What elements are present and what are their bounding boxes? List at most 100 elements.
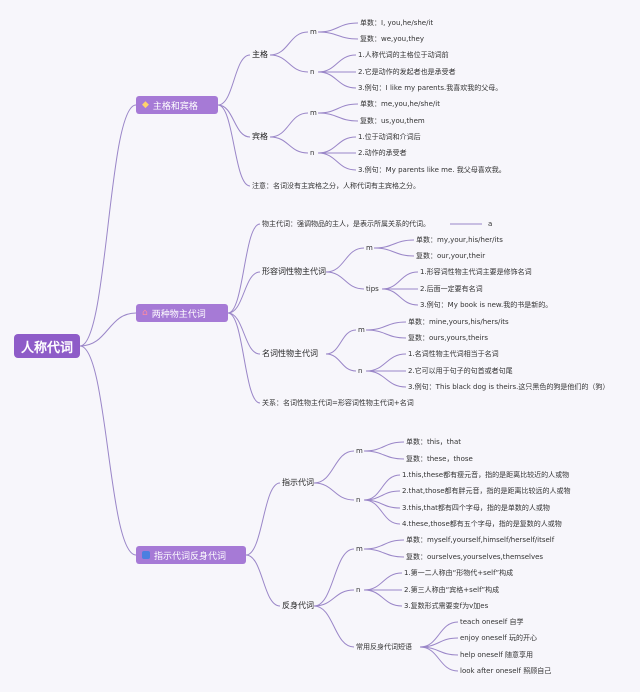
leaf-item[interactable]: 1.第一二人称由“形物代+self”构成 (404, 569, 514, 577)
branch-reflexive[interactable]: 反身代词 (282, 601, 314, 610)
connector-line (365, 353, 407, 372)
connector-line (227, 271, 261, 314)
leaf-item[interactable]: 1.形容词性物主代词主要是修饰名词 (420, 268, 532, 276)
branch-phrases[interactable]: 常用反身代词短语 (356, 643, 412, 651)
concept-text[interactable]: 物主代词：强调物品的主人，是表示所属关系的代词。 (262, 220, 430, 228)
connector-line (269, 112, 309, 138)
connector-line (381, 271, 419, 290)
leaf-item[interactable]: 复数：our,your,their (416, 252, 486, 260)
leaf-item[interactable]: 3.例句：My parents like me. 我父母喜欢我。 (358, 166, 506, 174)
branch-m[interactable]: m (356, 545, 363, 553)
connector-line (317, 54, 357, 73)
connector-line (245, 554, 281, 607)
connector-line (317, 71, 357, 89)
connector-line (317, 152, 357, 171)
house-icon: ⌂ (142, 307, 148, 318)
section-node-case[interactable]: ◆主格和宾格 (136, 96, 218, 114)
connector-line (317, 136, 357, 154)
leaf-item[interactable]: 2.that,those都有胖元音，指的是距离比较远的人或物 (402, 487, 571, 495)
branch-n[interactable]: n (356, 496, 361, 504)
leaf-item[interactable]: 复数：these，those (406, 455, 473, 463)
branch-m[interactable]: m (310, 109, 317, 117)
phrase-item[interactable]: help oneself 随意享用 (460, 651, 533, 659)
connector-line (79, 104, 137, 347)
section-title: 指示代词反身代词 (154, 551, 227, 562)
phrase-item[interactable]: look after oneself 照顾自己 (460, 667, 552, 675)
branch-m[interactable]: m (356, 447, 363, 455)
branch-n[interactable]: n (310, 68, 315, 76)
branch-subject-case[interactable]: 主格 (252, 50, 268, 59)
connector-line (363, 572, 403, 591)
branch-m[interactable]: m (310, 28, 317, 36)
branch-noun-possessive[interactable]: 名词性物主代词 (262, 349, 318, 358)
branch-n[interactable]: n (310, 149, 315, 157)
connector-line (363, 441, 405, 452)
leaf-item[interactable]: 2.它是动作的发起者也是承受者 (358, 68, 456, 76)
connector-line (317, 22, 359, 33)
connector-line (79, 312, 137, 347)
section-title: 两种物主代词 (151, 309, 206, 320)
phrase-item[interactable]: enjoy oneself 玩的开心 (460, 634, 537, 642)
leaf-item[interactable]: 复数：us,you,them (360, 117, 425, 125)
leaf-item[interactable]: 2.动作的承受者 (358, 149, 407, 157)
leaf-item[interactable]: 4.these,those都有五个字母，指的是复数的人或物 (402, 520, 562, 528)
leaf-item[interactable]: 2.后面一定要有名词 (420, 285, 483, 293)
connector-line (363, 589, 403, 607)
branch-n[interactable]: n (358, 367, 363, 375)
connector-line (217, 104, 251, 138)
branch-m[interactable]: m (358, 326, 365, 334)
leaf-item[interactable]: 单数：I, you,he/she/it (360, 19, 434, 27)
leaf-item[interactable]: 单数：myself,yourself,himself/herself/itsel… (406, 536, 555, 544)
root-node[interactable]: 人称代词 (14, 334, 80, 358)
leaf-item[interactable]: 2.第三人称由“宾格+self”构成 (404, 586, 500, 594)
section-node-possessive[interactable]: ⌂两种物主代词 (136, 304, 228, 322)
connector-line (365, 370, 407, 388)
branch-demonstrative[interactable]: 指示代词 (282, 478, 314, 487)
connector-line (363, 474, 401, 501)
connector-line (365, 329, 407, 339)
connector-line (419, 621, 459, 648)
leaf-item[interactable]: 1.名词性物主代词相当于名词 (408, 350, 499, 358)
connector-line (363, 539, 405, 550)
leaf-item[interactable]: 单数：my,your,his/her/its (416, 236, 503, 244)
leaf-item[interactable]: 1.人称代词的主格位于动词前 (358, 51, 449, 59)
connector-line (325, 271, 365, 290)
leaf-item[interactable]: 1.位于动词和介词后 (358, 133, 421, 141)
leaf-item[interactable]: 3.例句：My book is new.我的书是新的。 (420, 301, 553, 309)
connector-line (419, 646, 459, 672)
note-text[interactable]: 注意：名词没有主宾格之分，人称代词有主宾格之分。 (252, 182, 420, 190)
connector-line (363, 548, 405, 558)
section-title: 主格和宾格 (152, 101, 198, 112)
relation-text[interactable]: 关系：名词性物主代词=形容词性物主代词+名词 (262, 399, 414, 407)
concept-tag[interactable]: a (488, 220, 493, 228)
leaf-item[interactable]: 单数：me,you,he/she/it (360, 100, 440, 108)
leaf-item[interactable]: 2.它可以用于句子的句首或者句尾 (408, 367, 513, 375)
leaf-item[interactable]: 单数：this，that (406, 438, 461, 446)
leaf-item[interactable]: 复数：ours,yours,theirs (408, 334, 489, 342)
leaf-item[interactable]: 3.复数形式需要变f为v加es (404, 602, 489, 610)
section-node-demonstrative[interactable]: 指示代词反身代词 (136, 546, 246, 564)
leaf-item[interactable]: 1.this,these都有瘦元音，指的是距离比较近的人或物 (402, 471, 570, 479)
branch-n[interactable]: n (356, 586, 361, 594)
leaf-item[interactable]: 复数：ourselves,yourselves,themselves (406, 553, 544, 561)
connector-line (245, 482, 281, 556)
connector-line (363, 499, 401, 525)
leaf-item[interactable]: 3.例句：I like my parents.我喜欢我的父母。 (358, 84, 503, 92)
leaf-item[interactable]: 单数：mine,yours,his/hers/its (408, 318, 509, 326)
branch-tips[interactable]: tips (366, 285, 379, 293)
branch-object-case[interactable]: 宾格 (252, 132, 268, 141)
connector-line (363, 450, 405, 460)
connector-line (313, 605, 355, 648)
connector-line (227, 312, 261, 355)
leaf-item[interactable]: 3.this,that都有四个字母，指的是单数的人或物 (402, 504, 550, 512)
leaf-item[interactable]: 复数：we,you,they (360, 35, 424, 43)
connector-line (313, 548, 355, 607)
leaf-item[interactable]: 3.例句：This black dog is theirs.这只黑色的狗是他们的… (408, 383, 610, 391)
branch-adjective-possessive[interactable]: 形容词性物主代词 (262, 267, 326, 276)
phrase-item[interactable]: teach oneself 自学 (460, 618, 524, 626)
connector-line (373, 247, 415, 257)
branch-m[interactable]: m (366, 244, 373, 252)
connector-line (269, 136, 309, 154)
connector-line (217, 54, 251, 106)
